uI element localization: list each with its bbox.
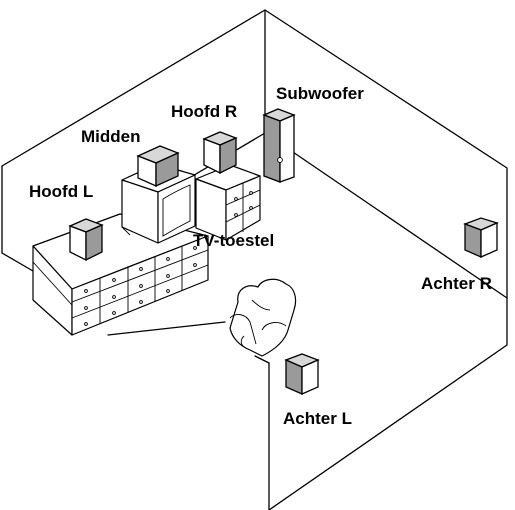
- armchair: [229, 278, 297, 357]
- label-midden: Midden: [81, 127, 141, 146]
- subwoofer: [262, 108, 296, 183]
- label-achter-l: Achter L: [283, 409, 352, 428]
- midden-speaker: [136, 145, 180, 188]
- label-subwoofer: Subwoofer: [276, 84, 364, 103]
- label-hoofd-l: Hoofd L: [29, 182, 93, 201]
- achter-r-speaker: [463, 217, 499, 258]
- label-tv: TV-toestel: [193, 231, 274, 250]
- hoofd-r-speaker: [202, 131, 238, 175]
- side-cabinet: [195, 164, 261, 241]
- label-achter-r: Achter R: [421, 274, 492, 293]
- label-hoofd-r: Hoofd R: [171, 102, 237, 121]
- hoofd-l-speaker: [68, 218, 104, 262]
- room-outline: [1, 9, 508, 510]
- achter-l-speaker: [284, 353, 320, 395]
